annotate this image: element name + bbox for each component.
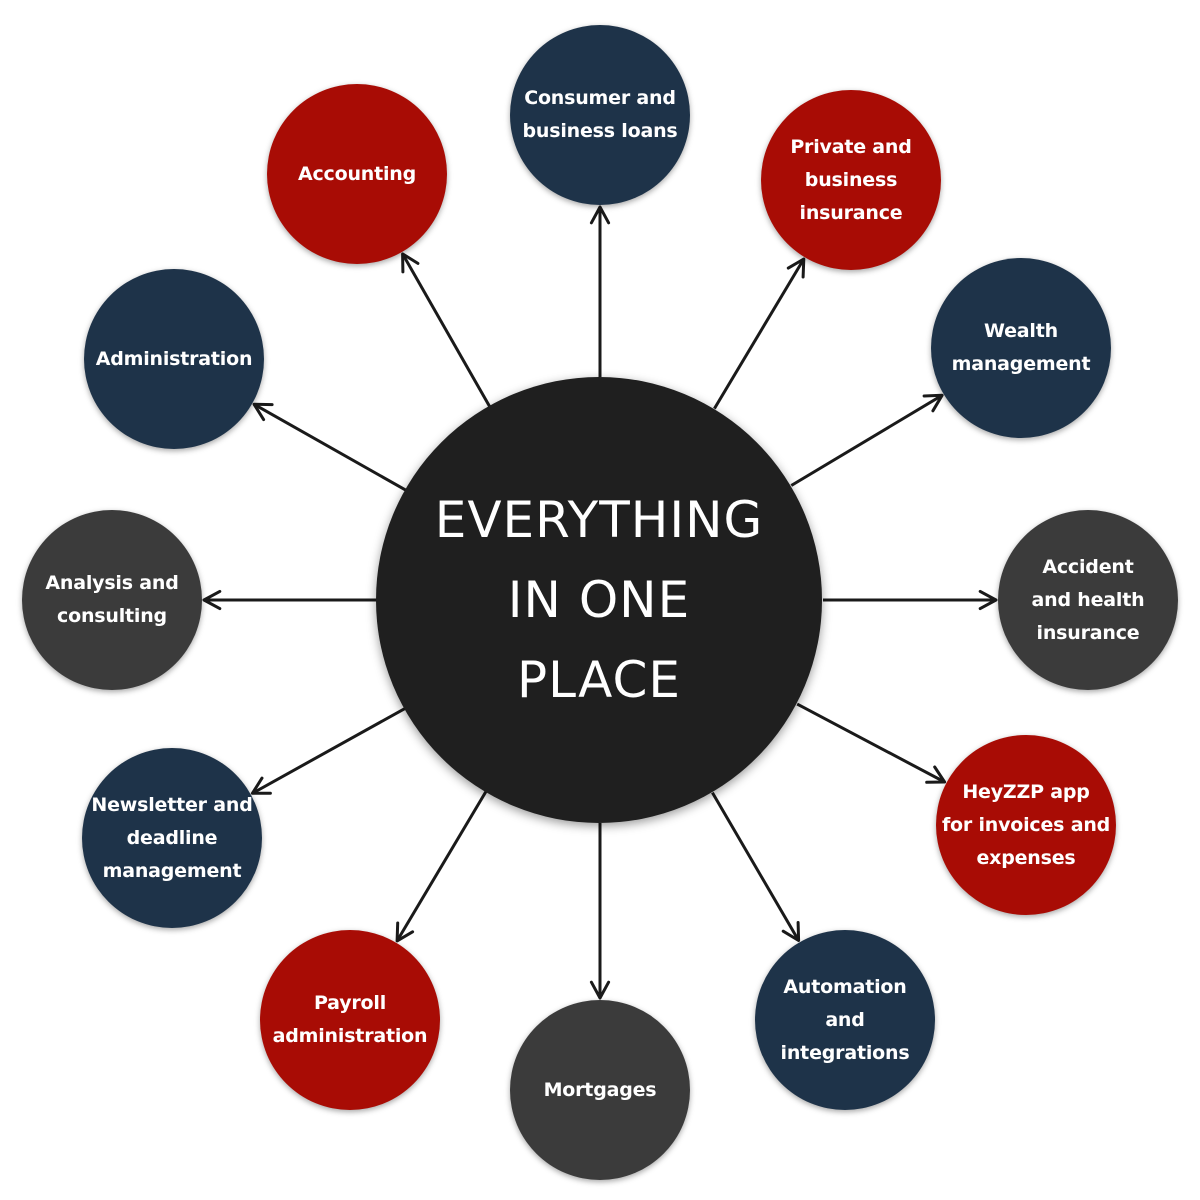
connector-line-accounting bbox=[401, 253, 491, 408]
arrowhead-icon bbox=[252, 402, 274, 422]
arrowhead-icon bbox=[781, 921, 801, 942]
arrowhead-icon bbox=[202, 589, 222, 611]
node-analysis-consulting: Analysis and consulting bbox=[22, 510, 202, 690]
node-accounting: Accounting bbox=[267, 84, 447, 264]
node-consumer-business-loans: Consumer and business loans bbox=[510, 25, 690, 205]
node-label: Mortgages bbox=[543, 1078, 657, 1101]
arrowhead-icon bbox=[786, 257, 806, 279]
node-automation-integrations: Automation and integrations bbox=[755, 930, 935, 1110]
node-label: Payroll administration bbox=[272, 992, 428, 1047]
connector-line-automation-integrations bbox=[711, 791, 800, 942]
connector-line-wealth-management bbox=[790, 394, 943, 487]
arrowhead-icon bbox=[250, 776, 272, 795]
node-private-business-insurance: Private and business insurance bbox=[761, 90, 941, 270]
connector-line-newsletter-deadline-management bbox=[251, 707, 406, 795]
node-newsletter-deadline-management: Newsletter and deadline management bbox=[82, 748, 262, 928]
node-wealth-management: Wealth management bbox=[931, 258, 1111, 438]
node-label: Newsletter and deadline management bbox=[91, 793, 253, 882]
node-label: HeyZZP app for invoices and expenses bbox=[941, 780, 1111, 869]
node-label: Automation and integrations bbox=[780, 975, 910, 1064]
center-hub-label: EVERYTHING IN ONE PLACE bbox=[434, 491, 764, 709]
arrowhead-icon bbox=[589, 980, 611, 1000]
node-accident-health-insurance: Accident and health insurance bbox=[998, 510, 1178, 690]
node-heyzzp-app: HeyZZP app for invoices and expenses bbox=[936, 735, 1116, 915]
connector-line-heyzzp-app bbox=[796, 702, 946, 784]
node-label: Accident and health insurance bbox=[1031, 555, 1145, 644]
node-label: Accounting bbox=[297, 162, 417, 185]
node-label: Private and business insurance bbox=[790, 135, 912, 224]
node-administration: Administration bbox=[84, 269, 264, 449]
node-label: Administration bbox=[95, 347, 253, 370]
center-hub: EVERYTHING IN ONE PLACE bbox=[376, 377, 822, 823]
connector-line-administration bbox=[253, 402, 407, 492]
arrowhead-icon bbox=[401, 252, 420, 274]
node-label: Consumer and business loans bbox=[522, 87, 678, 142]
node-mortgages: Mortgages bbox=[510, 1000, 690, 1180]
connector-line-private-business-insurance bbox=[713, 258, 806, 410]
node-label: Wealth management bbox=[951, 320, 1091, 375]
connector-line-payroll-administration bbox=[395, 790, 488, 942]
arrowhead-icon bbox=[395, 921, 415, 943]
node-label: Analysis and consulting bbox=[45, 572, 179, 627]
arrowhead-icon bbox=[922, 393, 944, 413]
arrowhead-icon bbox=[978, 589, 998, 611]
arrowhead-icon bbox=[925, 765, 947, 784]
node-payroll-administration: Payroll administration bbox=[260, 930, 440, 1110]
arrowhead-icon bbox=[589, 205, 611, 225]
